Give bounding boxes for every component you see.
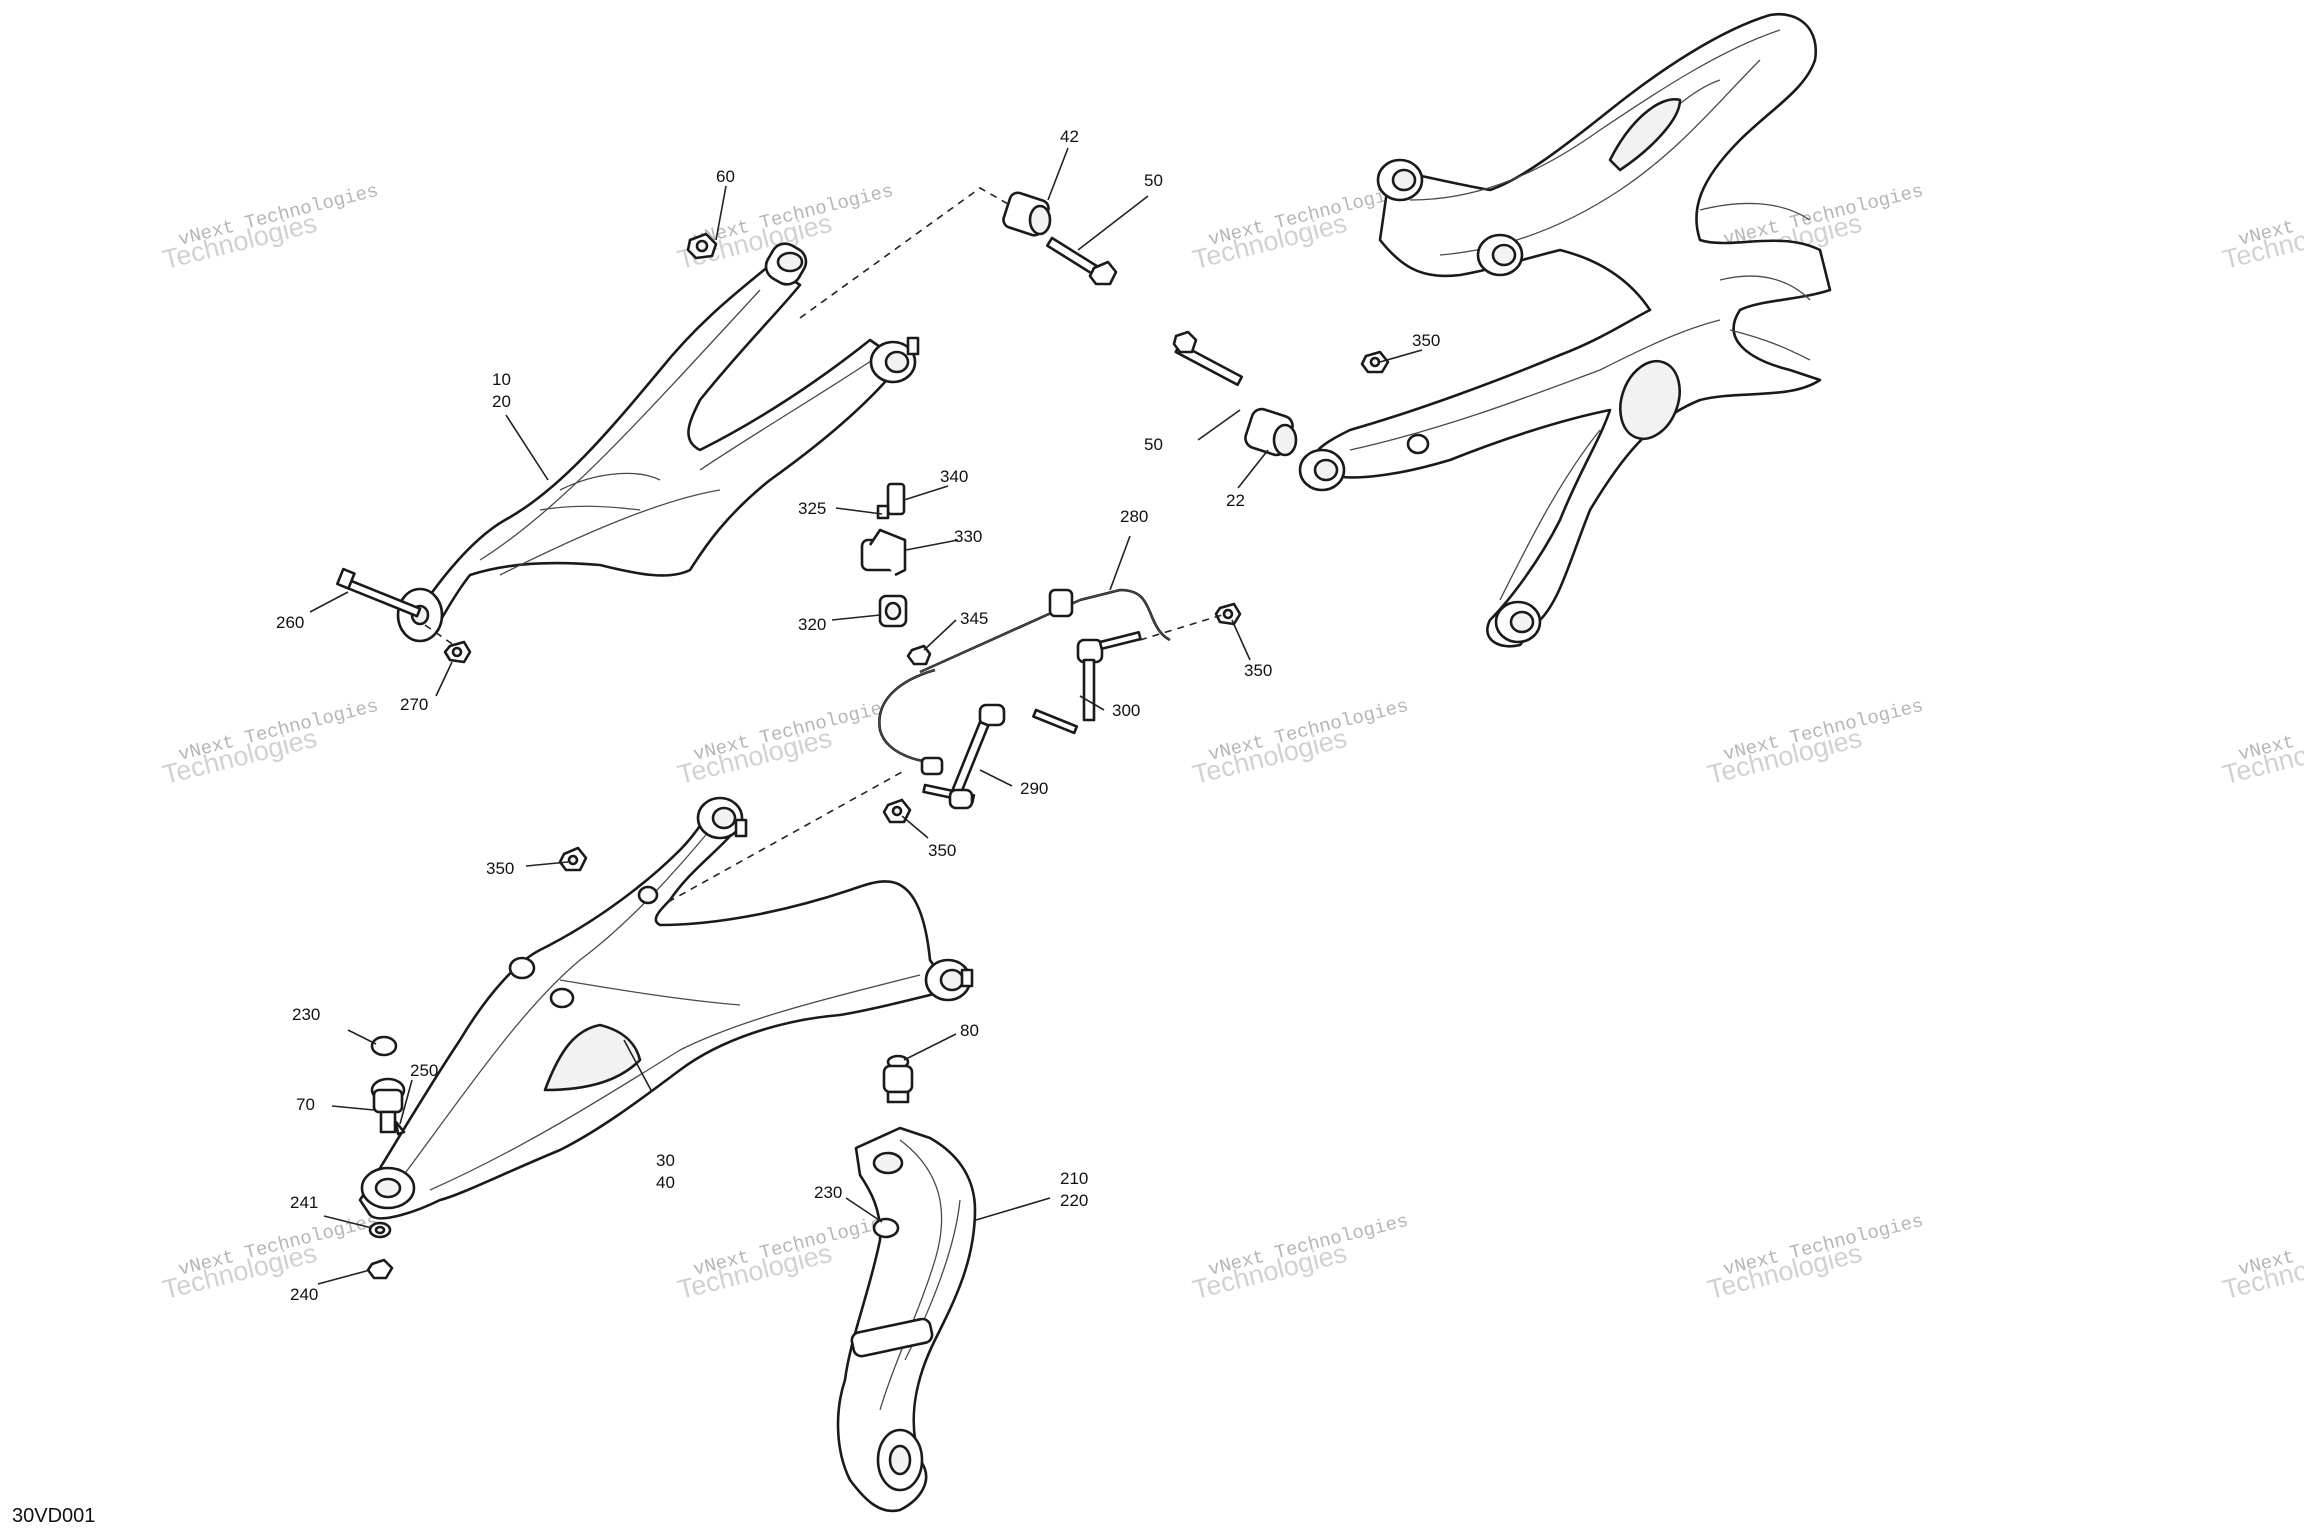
watermark: Technologies vNext Technologies bbox=[2220, 1210, 2304, 1305]
watermark: Technologies vNext Technologies bbox=[160, 180, 381, 275]
watermark: Technologies vNext Technologies bbox=[675, 695, 896, 790]
callout-280: 280 bbox=[1120, 507, 1148, 526]
watermark: Technologies vNext Technologies bbox=[1190, 695, 1411, 790]
callout-345: 345 bbox=[960, 609, 988, 628]
watermark: Technologies vNext Technologies bbox=[1705, 1210, 1926, 1305]
callout-50-right: 50 bbox=[1144, 435, 1163, 454]
sway-link-300 bbox=[1032, 631, 1142, 735]
cotter-pin-250 bbox=[394, 1120, 406, 1136]
callout-220: 220 bbox=[1060, 1191, 1088, 1210]
diagram-code: 30VD001 bbox=[12, 1505, 95, 1527]
callout-320: 320 bbox=[798, 615, 826, 634]
ball-joint-70 bbox=[370, 1077, 406, 1134]
callout-350-right: 350 bbox=[1412, 331, 1440, 350]
callout-210: 210 bbox=[1060, 1169, 1088, 1188]
callout-350-lower: 350 bbox=[486, 859, 514, 878]
callout-250: 250 bbox=[410, 1061, 438, 1080]
watermark: Technologies vNext Technologies bbox=[160, 695, 381, 790]
callout-300: 300 bbox=[1112, 701, 1140, 720]
callout-330: 330 bbox=[954, 527, 982, 546]
upper-a-arm bbox=[396, 242, 920, 643]
nut-240 bbox=[366, 1258, 394, 1280]
dashed-line-260-270 bbox=[424, 624, 459, 649]
callout-340: 340 bbox=[940, 467, 968, 486]
washer-241 bbox=[368, 1221, 392, 1239]
callout-20: 20 bbox=[492, 392, 511, 411]
callout-230-lower: 230 bbox=[292, 1005, 320, 1024]
callout-325: 325 bbox=[798, 499, 826, 518]
watermark: Technologies vNext Technologies bbox=[1705, 695, 1926, 790]
callout-260: 260 bbox=[276, 613, 304, 632]
callout-10: 10 bbox=[492, 370, 511, 389]
callout-230-upper: 230 bbox=[814, 1183, 842, 1202]
callout-350-mid: 350 bbox=[928, 841, 956, 860]
ball-joint-80 bbox=[882, 1054, 914, 1104]
watermark: Technologies vNext Technologies bbox=[2220, 180, 2304, 275]
callout-42: 42 bbox=[1060, 127, 1079, 146]
bushing-42 bbox=[1002, 191, 1052, 237]
sway-bar-bracket bbox=[860, 482, 932, 666]
callout-22: 22 bbox=[1226, 491, 1245, 510]
dashed-line-sway-right bbox=[1139, 614, 1223, 641]
watermark: Technologies vNext Technologies bbox=[2220, 695, 2304, 790]
sway-link-290 bbox=[922, 703, 1006, 810]
callout-60: 60 bbox=[716, 167, 735, 186]
callout-240: 240 bbox=[290, 1285, 318, 1304]
leader-lines bbox=[309, 147, 1423, 1285]
sway-bar-280 bbox=[878, 588, 1171, 776]
callout-40: 40 bbox=[656, 1173, 675, 1192]
retaining-ring-230-upper bbox=[872, 1217, 900, 1239]
nut-350-right bbox=[1360, 350, 1390, 374]
bolt-50-upper bbox=[1045, 236, 1118, 286]
watermark: Technologies vNext Technologies bbox=[160, 1210, 381, 1305]
assembled-suspension-view bbox=[1298, 12, 1832, 648]
callout-80: 80 bbox=[960, 1021, 979, 1040]
callout-241: 241 bbox=[290, 1193, 318, 1212]
callout-270: 270 bbox=[400, 695, 428, 714]
retaining-ring-230-lower bbox=[370, 1035, 398, 1057]
bolt-50-right bbox=[1172, 330, 1244, 387]
nut-270 bbox=[443, 640, 472, 664]
nut-60 bbox=[686, 232, 718, 260]
lower-a-arm bbox=[358, 796, 974, 1220]
nut-350-lower bbox=[558, 846, 588, 872]
callout-70: 70 bbox=[296, 1095, 315, 1114]
callout-350-sway: 350 bbox=[1244, 661, 1272, 680]
callout-30: 30 bbox=[656, 1151, 675, 1170]
nut-350-sway bbox=[1214, 602, 1242, 626]
watermark: Technologies vNext Technologies bbox=[1190, 1210, 1411, 1305]
callout-50-upper: 50 bbox=[1144, 171, 1163, 190]
callout-290: 290 bbox=[1020, 779, 1048, 798]
callout-labels: 42 50 60 10 20 260 270 340 325 330 320 3… bbox=[276, 127, 1440, 1304]
dashed-line-lower-pivot bbox=[667, 771, 903, 903]
bolt-260 bbox=[335, 567, 422, 618]
dashed-line-upper-pivot bbox=[799, 187, 1011, 319]
knuckle bbox=[836, 1126, 977, 1513]
bushing-22 bbox=[1244, 407, 1298, 457]
